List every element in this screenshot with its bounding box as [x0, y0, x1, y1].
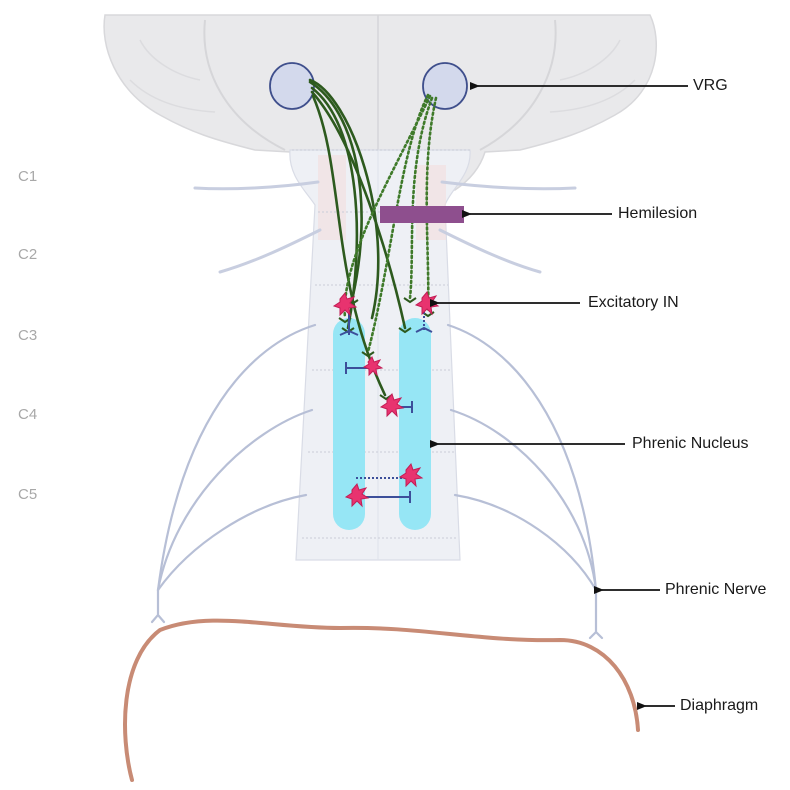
level-label-c2: C2 — [18, 246, 37, 263]
level-label-c5: C5 — [18, 486, 37, 503]
level-label-c1: C1 — [18, 168, 37, 185]
label-vrg: VRG — [693, 77, 728, 95]
label-arrows — [438, 86, 688, 706]
label-diaphragm: Diaphragm — [680, 697, 758, 715]
level-label-c3: C3 — [18, 327, 37, 344]
diaphragm — [125, 621, 638, 780]
nerve-left-stem — [152, 590, 164, 622]
hemilesion-bar — [380, 206, 464, 223]
label-phrenic-nucleus: Phrenic Nucleus — [632, 435, 749, 453]
shadow-right — [416, 165, 446, 240]
nucleus-right — [399, 318, 431, 530]
nerve-right-c3 — [448, 325, 596, 590]
vrg-left — [270, 63, 314, 109]
nerve-left-c3 — [158, 325, 315, 590]
label-phrenic-nerve: Phrenic Nerve — [665, 581, 766, 599]
label-excitatory-in: Excitatory IN — [588, 294, 679, 312]
label-hemilesion: Hemilesion — [618, 205, 697, 223]
level-label-c4: C4 — [18, 406, 37, 423]
nerve-right-stem — [590, 590, 602, 638]
nerve-right-c5 — [455, 495, 596, 590]
nerve-right-c4 — [451, 410, 596, 590]
nerve-left-c5 — [158, 495, 306, 590]
